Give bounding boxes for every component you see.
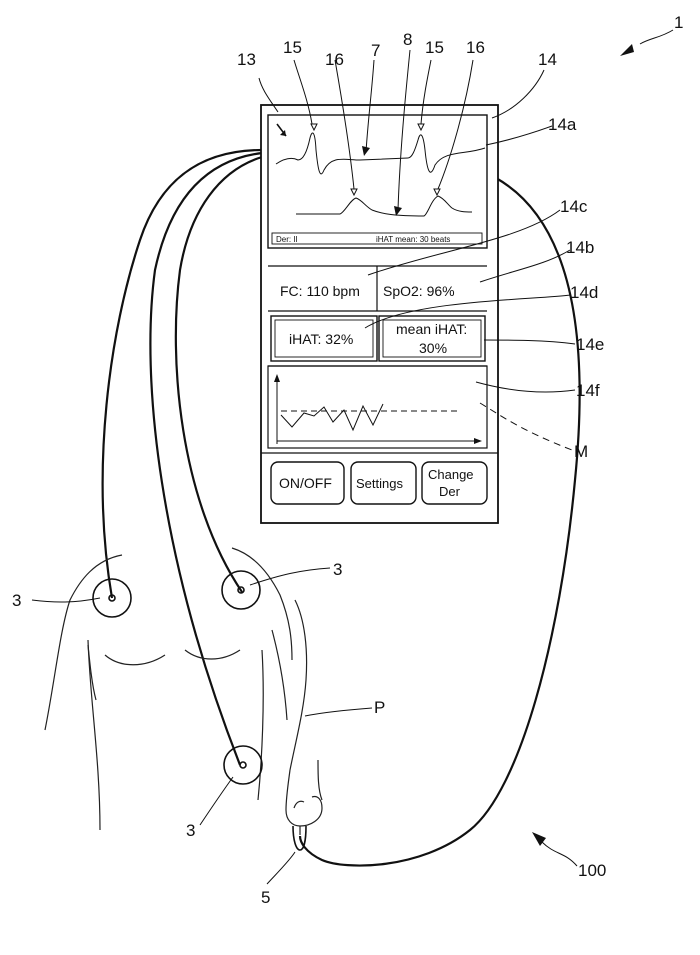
ref-fc-panel: 14c [560,197,588,216]
onoff-button[interactable]: ON/OFF [271,462,344,504]
ref-ihat-panel: 14d [570,283,598,302]
ref-mean-line: M [574,442,588,461]
ref-screen-area: 13 [237,50,256,69]
lead-wire-2 [150,153,262,765]
ecg-lead-wires [103,150,262,765]
settings-button[interactable]: Settings [351,462,416,504]
status-left: Der: II [276,235,298,244]
ref-waveform-bottom: 8 [403,30,412,49]
ref-device: 1 [674,13,683,32]
spo2-value: SpO2: 96% [383,283,455,299]
ref-marker-top-2: 15 [425,38,444,57]
ref-marker-bottom-1: 16 [325,50,344,69]
mean-ihat-value: 30% [419,340,447,356]
change-label: Change [428,467,474,482]
ref-waveform-panel: 14a [548,115,577,134]
ref-marker-bottom-2: 16 [466,38,485,57]
onoff-label: ON/OFF [279,475,332,491]
electrode-abdomen [224,746,262,784]
change-der-button[interactable]: Change Der [422,462,487,504]
fc-value: FC: 110 bpm [280,283,360,299]
ref-trend-panel: 14f [576,381,600,400]
settings-label: Settings [356,476,403,491]
der-label: Der [439,484,461,499]
ref-sensor-right-chest: 3 [333,560,342,579]
lead-wire-1 [103,150,262,598]
lead-wire-3 [176,157,262,592]
ihat-value: iHAT: 32% [289,331,353,347]
ref-sensor-left-chest: 3 [12,591,21,610]
ref-marker-top-1: 15 [283,38,302,57]
ref-system: 100 [578,861,606,880]
ref-waveform-top: 7 [371,41,380,60]
status-right: iHAT mean: 30 beats [376,235,450,244]
ref-patient: P [374,698,385,717]
ref-housing: 14 [538,50,557,69]
mean-ihat-label: mean iHAT: [396,321,467,337]
ref-sensor-abdomen: 3 [186,821,195,840]
device-housing [261,105,498,523]
ref-mean-ihat-panel: 14e [576,335,604,354]
ref-spo2-panel: 14b [566,238,594,257]
ref-clip: 5 [261,888,270,907]
